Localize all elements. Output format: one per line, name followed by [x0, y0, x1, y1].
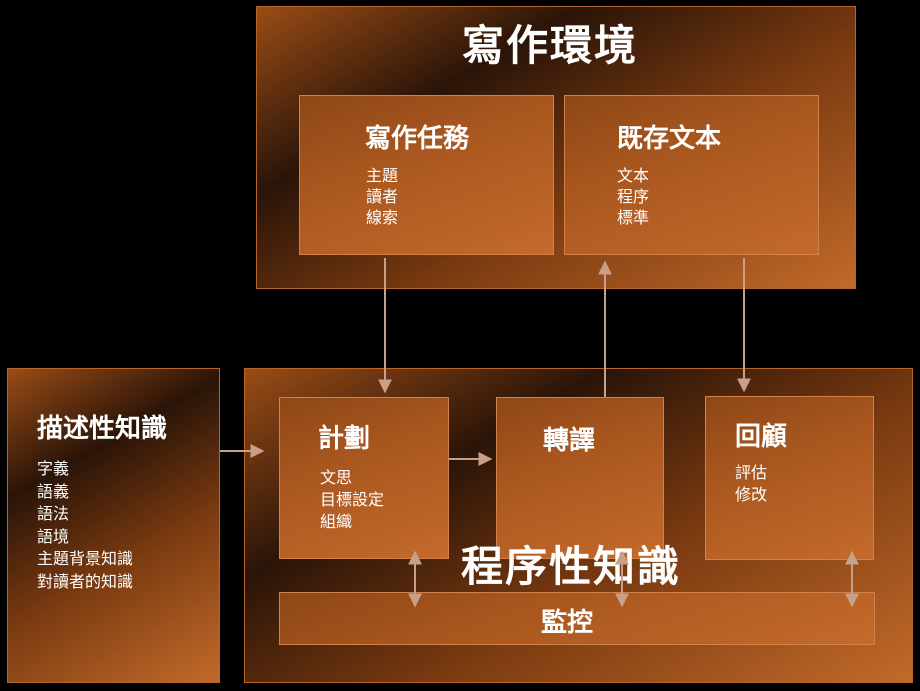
list-item: 標準 [617, 208, 650, 227]
list-item: 目標設定 [320, 490, 385, 509]
monitoring-title: 監控 [541, 608, 594, 638]
existing-text-box [564, 95, 819, 255]
existing-text-title: 既存文本 [617, 124, 722, 154]
list-item: 對讀者的知識 [37, 571, 134, 591]
writing-environment-title: 寫作環境 [462, 21, 639, 70]
declarative-knowledge-panel [7, 368, 220, 683]
list-item: 程序 [617, 187, 650, 206]
list-item: 字義 [37, 459, 70, 478]
writing-task-title: 寫作任務 [365, 124, 470, 154]
list-item: 線索 [366, 208, 399, 227]
monitoring-bar [279, 592, 875, 645]
list-item: 修改 [735, 485, 768, 504]
planning-box [279, 397, 449, 559]
reviewing-items: 評估 修改 [735, 462, 767, 506]
list-item: 主題背景知識 [37, 549, 134, 568]
writing-task-items: 主題 讀者 線索 [366, 165, 398, 228]
list-item: 語境 [37, 526, 70, 546]
translating-title: 轉譯 [543, 426, 596, 456]
reviewing-box [705, 396, 874, 560]
procedural-knowledge-title: 程序性知識 [461, 542, 682, 591]
planning-items: 文思 目標設定 組織 [320, 467, 384, 533]
declarative-knowledge-items: 字義 語義 語法 語境 主題背景知識 對讀者的知識 [37, 458, 133, 593]
existing-text-items: 文本 程序 標準 [617, 165, 649, 228]
list-item: 文本 [617, 166, 650, 185]
translating-box [496, 397, 664, 559]
list-item: 讀者 [366, 187, 399, 206]
list-item: 主題 [366, 166, 399, 185]
declarative-knowledge-title: 描述性知識 [37, 414, 168, 444]
planning-title: 計劃 [318, 424, 371, 454]
list-item: 語法 [37, 504, 70, 523]
list-item: 組織 [320, 512, 353, 531]
list-item: 評估 [735, 463, 768, 482]
list-item: 文思 [320, 468, 353, 487]
reviewing-title: 回顧 [735, 422, 788, 452]
writing-task-box [299, 95, 554, 255]
list-item: 語義 [37, 481, 70, 501]
